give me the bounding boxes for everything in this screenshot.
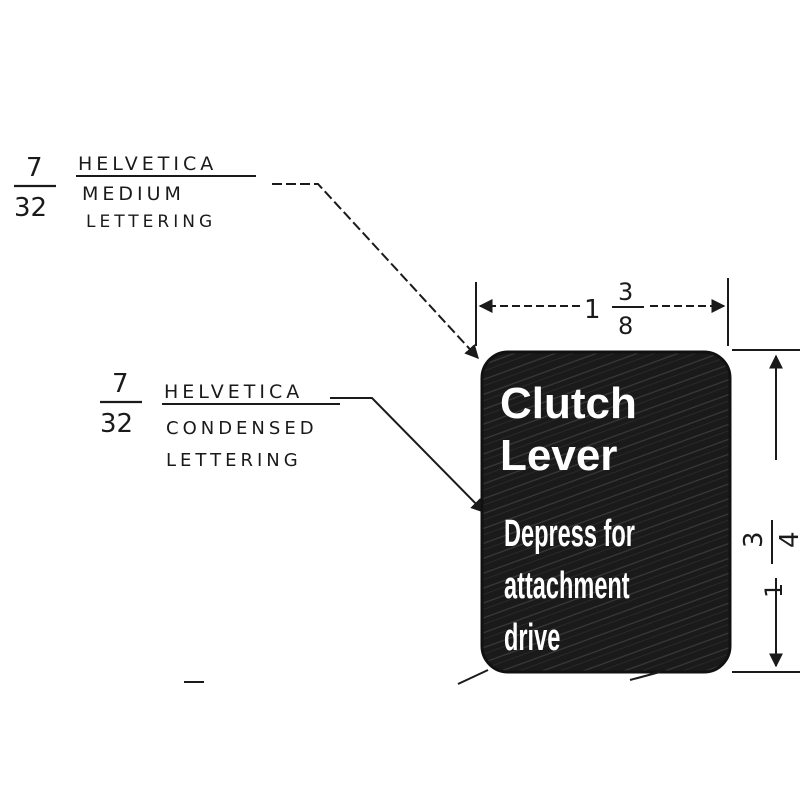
callout-condensed-leader-arrow xyxy=(330,397,485,513)
plate-body-line-1: Depress for xyxy=(504,511,635,554)
height-dimension: 3 4 1 xyxy=(732,349,800,673)
callout-condensed-line-1: HELVETICA xyxy=(164,381,303,403)
drafting-stray-marks xyxy=(184,669,661,685)
plate-title-line-2: Lever xyxy=(500,431,617,480)
callout-medium-line-1: HELVETICA xyxy=(78,153,217,175)
width-dimension: 1 3 8 xyxy=(475,278,729,346)
callout-condensed: 7 32 HELVETICA CONDENSED LETTERING xyxy=(100,369,485,513)
width-whole: 1 xyxy=(584,295,601,325)
plate-title-line-1: Clutch xyxy=(500,379,637,428)
plate-background xyxy=(480,350,732,674)
callout-condensed-size-denominator: 32 xyxy=(100,409,133,439)
callout-medium-line-2: MEDIUM xyxy=(82,183,185,205)
height-denominator: 4 xyxy=(775,531,800,548)
callout-medium-size-denominator: 32 xyxy=(14,193,47,223)
callout-condensed-line-3: LETTERING xyxy=(166,450,302,471)
callout-condensed-size-numerator: 7 xyxy=(112,369,129,399)
callout-medium-size-numerator: 7 xyxy=(26,153,43,183)
callout-medium-leader-arrow xyxy=(272,183,479,360)
width-numerator: 3 xyxy=(618,278,633,306)
callout-medium-line-3: LETTERING xyxy=(86,212,216,232)
height-whole: 1 xyxy=(760,583,788,598)
plate-body-line-2: attachment xyxy=(504,563,630,606)
callout-medium: 7 32 HELVETICA MEDIUM LETTERING xyxy=(14,153,479,360)
height-numerator: 3 xyxy=(739,531,769,548)
callout-condensed-line-2: CONDENSED xyxy=(166,418,318,439)
clutch-lever-plate: Clutch Lever Depress for attachment driv… xyxy=(480,350,732,674)
width-denominator: 8 xyxy=(618,312,633,340)
plate-body-line-3: drive xyxy=(504,615,560,658)
